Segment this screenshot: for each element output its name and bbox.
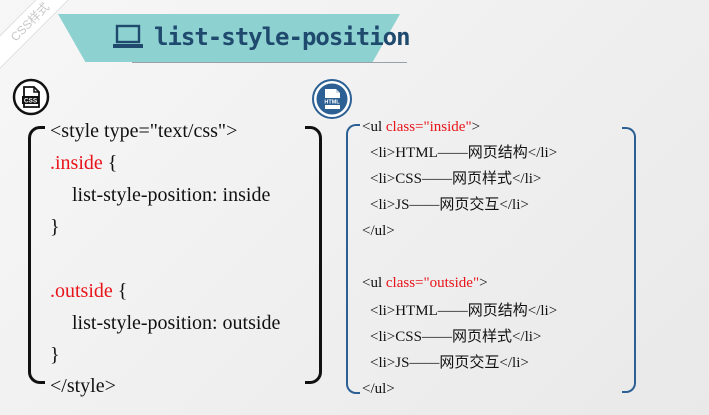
html-code-line: <li>JS——网页交互</li>	[370, 355, 529, 371]
html-class-inside: class="inside"	[385, 119, 472, 135]
html-code-line: <li>HTML——网页结构</li>	[370, 303, 558, 319]
title-banner	[58, 14, 400, 62]
css-code-line: list-style-position: inside	[72, 184, 271, 206]
css-code-line: .inside {	[50, 152, 118, 174]
html-code-line: <ul class="outside">	[362, 275, 488, 291]
css-file-icon: CSS	[12, 78, 50, 116]
css-code-left-bracket	[28, 126, 45, 384]
html-badge-label: HTML	[324, 100, 340, 106]
css-code-line: }	[50, 216, 60, 238]
html-class-outside: class="outside"	[385, 275, 480, 291]
html-code-line: <li>CSS——网页样式</li>	[370, 329, 542, 345]
css-code-line: <style type="text/css">	[50, 120, 238, 142]
html-code-line: <li>HTML——网页结构</li>	[370, 145, 558, 161]
css-selector-outside: .outside	[50, 280, 113, 302]
html-code-line: </ul>	[362, 223, 395, 239]
css-code-right-bracket	[305, 126, 322, 384]
html-code-right-bracket	[622, 127, 636, 393]
html-code-line: <li>JS——网页交互</li>	[370, 197, 529, 213]
css-code-line: </style>	[50, 375, 116, 397]
html-code-left-bracket	[346, 124, 360, 394]
corner-ribbon: CSS样式	[0, 0, 79, 71]
css-code-line: list-style-position: outside	[72, 312, 281, 334]
html-code-line: <ul class="inside">	[362, 119, 481, 135]
html-code-line: <li>CSS——网页样式</li>	[370, 171, 542, 187]
css-code-line: }	[50, 344, 60, 366]
page-title: list-style-position	[154, 23, 411, 51]
css-selector-inside: .inside	[50, 152, 103, 174]
html-code-line: </ul>	[362, 381, 395, 397]
css-code-line: .outside {	[50, 280, 128, 302]
css-badge-label: CSS	[24, 98, 38, 105]
laptop-icon	[113, 24, 143, 48]
html-file-icon: HTML	[312, 79, 352, 119]
title-underline	[132, 62, 407, 63]
